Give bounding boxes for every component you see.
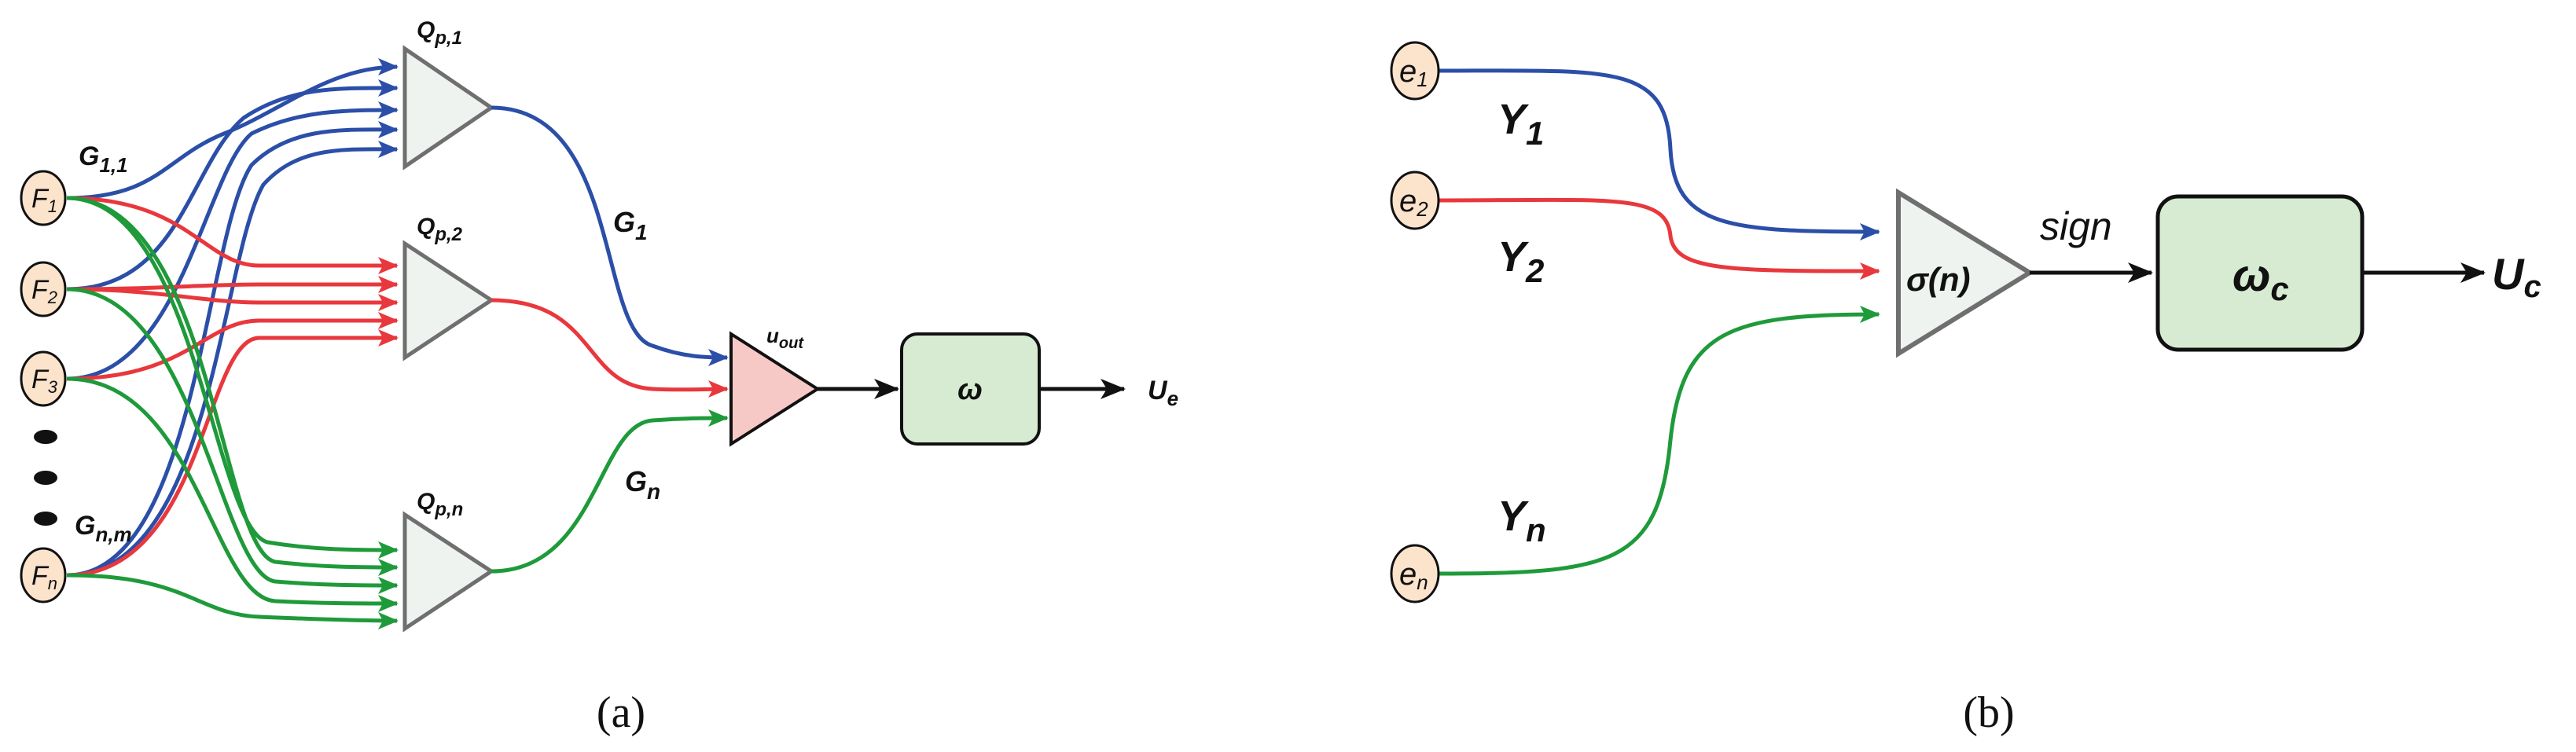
neuron-sigma: σ(n) (1896, 188, 2034, 358)
input-node-e1: e1 (1390, 41, 1440, 101)
omega-block-label: ω (957, 373, 983, 406)
output-label-ue: Ue (1148, 376, 1178, 410)
connections-to-neuron-n (66, 196, 399, 629)
weight-label-upsilon-2: Υ2 (1497, 233, 1544, 289)
omega-c-block: ωc (2155, 194, 2365, 352)
weight-label-g-n-m: Gn,m (75, 511, 132, 546)
activation-label-sign: sign (2040, 204, 2112, 248)
svg-text:e1: e1 (1399, 54, 1428, 91)
output-weight-label-gn: Gn (625, 465, 660, 504)
neuron-sigma-label: σ(n) (1906, 261, 1971, 298)
svg-text:F1: F1 (31, 184, 57, 216)
svg-text:Fn: Fn (31, 561, 57, 593)
output-neuron-label: uout (766, 324, 804, 352)
input-node-en: en (1390, 544, 1440, 603)
input-node-e2: e2 (1390, 171, 1440, 230)
caption-a: (a) (597, 688, 645, 737)
caption-b: (b) (1963, 688, 2014, 737)
svg-text:en: en (1399, 557, 1428, 594)
neuron-label-q-p-2: Qp,2 (417, 214, 463, 245)
input-node-f1: F1 (20, 170, 67, 226)
neuron-label-q-p-1: Qp,1 (417, 17, 462, 49)
omega-block: ω (900, 332, 1041, 446)
connections-to-neuron-1 (66, 58, 399, 578)
weight-label-upsilon-1: Υ1 (1497, 96, 1544, 152)
neuron-label-q-p-n: Qp,n (417, 489, 463, 520)
connections-to-output-neuron (491, 105, 729, 574)
neuron-q-p-2 (402, 240, 495, 361)
svg-text:F2: F2 (31, 275, 57, 307)
output-label-uc: Uc (2492, 249, 2541, 304)
connections-to-neuron-2 (66, 196, 399, 578)
input-node-f2: F2 (20, 261, 67, 317)
input-node-fn: Fn (20, 547, 67, 603)
output-weight-label-g1: G1 (613, 206, 648, 244)
weight-label-g-1-1: G1,1 (79, 141, 128, 177)
output-neuron-u-out (729, 331, 821, 447)
neuron-q-p-1 (402, 45, 495, 171)
input-node-f3: F3 (20, 350, 67, 407)
svg-text:e2: e2 (1399, 184, 1428, 221)
neuron-q-p-n (402, 511, 495, 633)
weight-label-upsilon-n: Υn (1497, 493, 1546, 548)
ellipsis-dots (34, 430, 57, 526)
svg-text:F3: F3 (31, 365, 58, 397)
panel-a: Qp,1 Qp,2 Qp,n uout G1 Gn ω Ue F1 (20, 17, 1178, 737)
panel-b: σ(n) sign ωc Uc e1 e2 en Υ1 Υ2 Υn (1390, 41, 2541, 737)
omega-c-block-label: ωc (2232, 250, 2289, 307)
